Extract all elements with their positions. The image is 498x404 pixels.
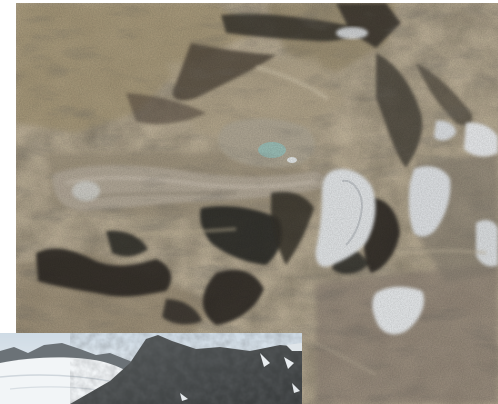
inset-ground-photo: [0, 333, 302, 404]
aerial-photo: [16, 3, 498, 404]
